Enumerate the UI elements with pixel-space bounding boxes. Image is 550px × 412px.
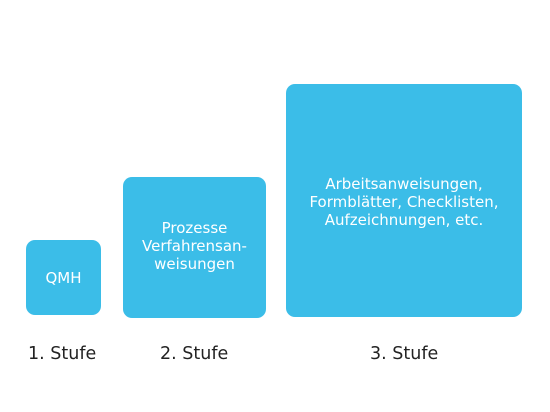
level-2-box-line-3: weisungen (154, 255, 235, 273)
level-2-box: Prozesse Verfahrensan- weisungen (123, 177, 266, 318)
level-3-label: 3. Stufe (370, 344, 439, 364)
level-1-label: 1. Stufe (28, 344, 97, 364)
level-3-box-line-3: Aufzeichnungen, etc. (324, 211, 484, 229)
level-3-box-line-2: Formblätter, Checklisten, (309, 193, 499, 211)
level-2-box-line-2: Verfahrensan- (142, 237, 247, 255)
level-1-box: QMH (26, 240, 101, 315)
level-2-label: 2. Stufe (160, 344, 229, 364)
level-3-box: Arbeitsanweisungen, Formblätter, Checkli… (286, 84, 522, 317)
level-3-box-line-1: Arbeitsanweisungen, (325, 175, 483, 193)
level-2-box-line-1: Prozesse (161, 219, 228, 237)
level-1-box-text: QMH (45, 268, 82, 287)
